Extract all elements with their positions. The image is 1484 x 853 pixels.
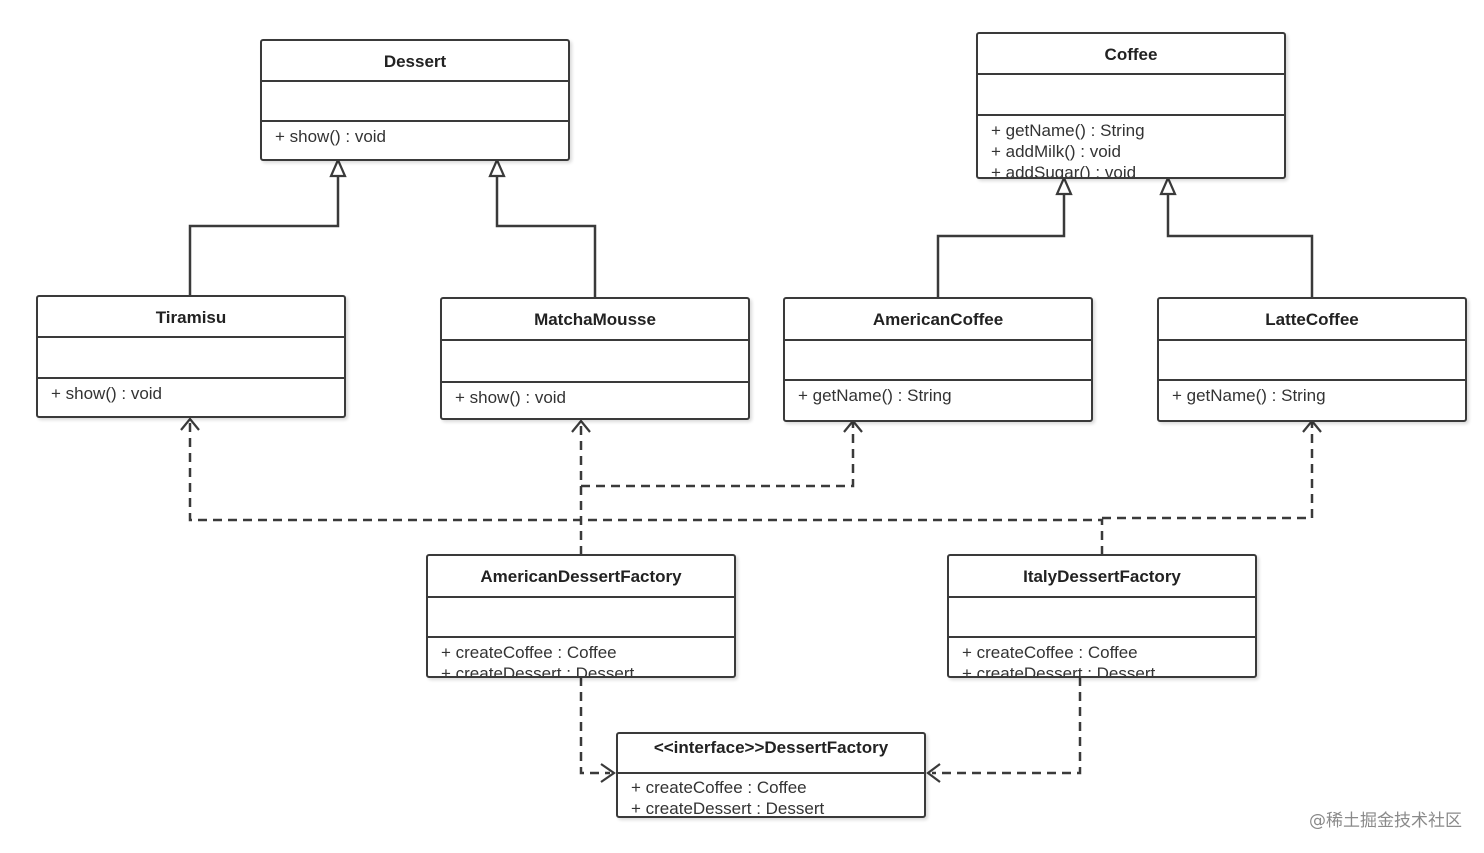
operations-compartment: + show() : void [38,379,344,404]
class-name: MatchaMousse [442,299,748,341]
class-name: Dessert [262,41,568,82]
operations-compartment: + show() : void [262,122,568,147]
operations-compartment: + show() : void [442,383,748,408]
operations-compartment: + createCoffee : Coffee + createDessert … [428,638,734,678]
operation: + getName() : String [1172,386,1326,405]
open-arrowhead [600,763,616,783]
operation: + createDessert : Dessert [441,664,635,678]
attributes-compartment [1159,341,1465,381]
inheritance-line-matchamousse [495,176,597,298]
class-americancoffee[interactable]: AmericanCoffee + getName() : String [783,297,1093,422]
operation: + addMilk() : void [991,142,1121,161]
attributes-compartment [262,82,568,122]
class-lattecoffee[interactable]: LatteCoffee + getName() : String [1157,297,1467,422]
attributes-compartment [785,341,1091,381]
operation: + addSugar() : void [991,163,1137,179]
operations-compartment: + createCoffee : Coffee + createDessert … [949,638,1255,678]
operations-compartment: + createCoffee : Coffee + createDessert … [618,774,924,818]
class-name: ItalyDessertFactory [949,556,1255,598]
inheritance-arrowhead [329,157,347,178]
operations-compartment: + getName() : String + addMilk() : void … [978,116,1284,179]
inheritance-line-tiramisu [188,176,340,296]
class-name: Tiramisu [38,297,344,338]
class-name: AmericanCoffee [785,299,1091,341]
operation: + createCoffee : Coffee [631,778,807,797]
interface-dessertfactory[interactable]: <<interface>>DessertFactory + createCoff… [616,732,926,818]
interface-name: <<interface>>DessertFactory [618,734,924,774]
open-arrowhead [571,419,591,433]
class-matchamousse[interactable]: MatchaMousse + show() : void [440,297,750,420]
operation: + show() : void [455,388,567,407]
open-arrowhead [926,763,941,783]
class-americandessertfactory[interactable]: AmericanDessertFactory + createCoffee : … [426,554,736,678]
attributes-compartment [428,598,734,638]
operation: + getName() : String [991,121,1145,140]
class-italydessertfactory[interactable]: ItalyDessertFactory + createCoffee : Cof… [947,554,1257,678]
inheritance-line-lattecoffee [1166,194,1314,298]
class-coffee[interactable]: Coffee + getName() : String + addMilk() … [976,32,1286,179]
class-tiramisu[interactable]: Tiramisu + show() : void [36,295,346,418]
class-name: AmericanDessertFactory [428,556,734,598]
operations-compartment: + getName() : String [1159,381,1465,406]
dependency-line-italy-to-tiramisu [188,420,1104,555]
attributes-compartment [978,75,1284,116]
watermark: @稀土掘金技术社区 [1309,811,1462,831]
operation: + createDessert : Dessert [962,664,1156,678]
inheritance-line-americancoffee [936,194,1066,298]
attributes-compartment [949,598,1255,638]
attributes-compartment [38,338,344,379]
inheritance-arrowhead [1055,175,1073,196]
class-name: LatteCoffee [1159,299,1465,341]
open-arrowhead [180,417,200,431]
dependency-line-american-to-americancoffee [581,422,855,488]
class-dessert[interactable]: Dessert + show() : void [260,39,570,161]
realization-line-american [579,677,610,775]
realization-line-italy [932,677,1082,775]
attributes-compartment [442,341,748,383]
dependency-line-italy-to-lattecoffee [1102,422,1314,520]
operations-compartment: + getName() : String [785,381,1091,406]
operation: + createDessert : Dessert [631,799,825,818]
operation: + createCoffee : Coffee [962,643,1138,662]
operation: + show() : void [275,127,387,146]
operation: + show() : void [51,384,163,403]
operation: + getName() : String [798,386,952,405]
inheritance-arrowhead [1159,175,1177,196]
operation: + createCoffee : Coffee [441,643,617,662]
inheritance-arrowhead [488,157,506,178]
class-name: Coffee [978,34,1284,75]
